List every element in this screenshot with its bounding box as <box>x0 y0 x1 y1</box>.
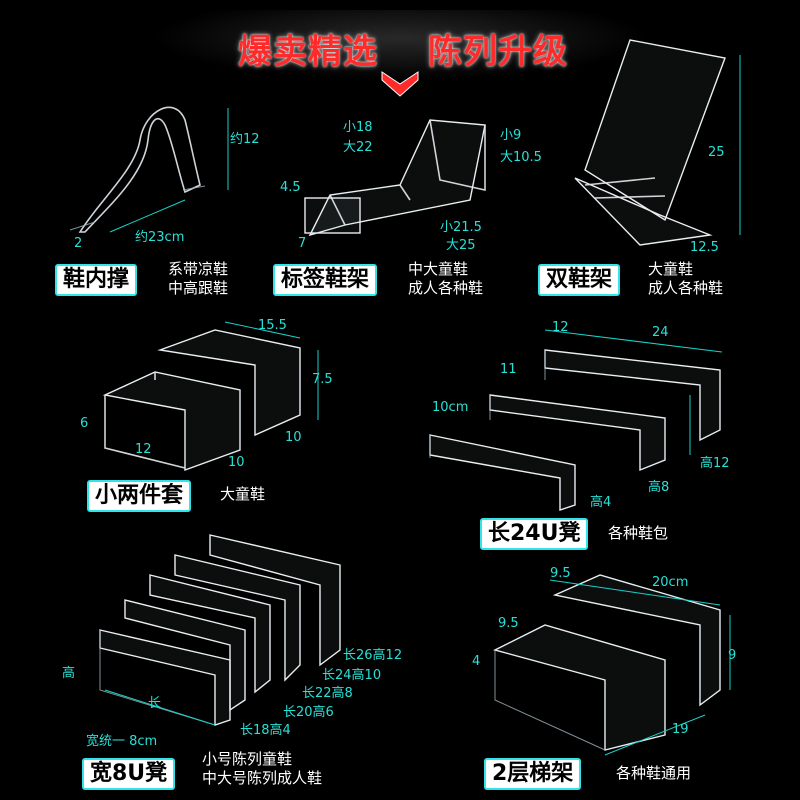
dim-length: 约23cm <box>135 230 185 245</box>
header: 爆卖精选 陈列升级 <box>0 0 800 100</box>
product-name-long-u-stool: 长24U凳 <box>480 518 589 550</box>
dim-large-height: 大22 <box>343 140 373 155</box>
two-piece-set-illustration <box>102 329 301 471</box>
dim-height: 约12 <box>230 132 260 147</box>
dim-length: 19 <box>672 722 689 737</box>
product-name-two-tier-ladder: 2层梯架 <box>484 758 582 790</box>
long-u-stool-illustration <box>429 349 721 511</box>
desc-line: 中大童鞋 <box>408 260 469 278</box>
dim-depth-bottom: 10cm <box>432 400 469 415</box>
dim-small-length: 小21.5 <box>440 220 482 235</box>
dim-front-height: 4.5 <box>280 180 301 195</box>
product-desc-two-tier-ladder: 各种鞋通用 <box>616 764 691 783</box>
product-name-label-rack: 标签鞋架 <box>273 264 378 296</box>
product-name-two-piece-set: 小两件套 <box>87 480 192 512</box>
label-rack-illustration <box>304 119 486 237</box>
dim-height-top: 高12 <box>700 456 730 471</box>
desc-line: 成人各种鞋 <box>648 279 724 297</box>
dim-step-depth: 9.5 <box>498 616 519 631</box>
product-name-double-rack: 双鞋架 <box>538 264 621 296</box>
wide-u-stool-illustration <box>99 534 341 726</box>
dim-height: 25 <box>708 145 725 160</box>
product-name-wide-u-stool: 宽8U凳 <box>82 758 176 790</box>
dim-size-24: 长24高10 <box>322 668 382 683</box>
dim-step-height: 4 <box>472 654 481 669</box>
product-desc-two-piece-set: 大童鞋 <box>220 485 265 504</box>
desc-line: 成人各种鞋 <box>408 279 484 297</box>
dim-top-depth: 9.5 <box>550 566 571 581</box>
desc-line: 小号陈列童鞋 <box>202 750 293 768</box>
desc-line: 大童鞋 <box>220 485 266 503</box>
product-desc-shoe-insert: 系带凉鞋 中高跟鞋 <box>168 260 228 298</box>
dim-top-length: 15.5 <box>258 318 287 333</box>
desc-line: 大童鞋 <box>648 260 694 278</box>
dim-top-depth: 10 <box>285 430 302 445</box>
dim-size-26: 长26高12 <box>343 648 403 663</box>
desc-line: 中大号陈列成人鞋 <box>202 769 323 787</box>
dim-small-height: 小18 <box>343 120 373 135</box>
headline-right: 陈列升级 <box>428 32 568 72</box>
dim-large-depth: 大10.5 <box>500 150 542 165</box>
dim-large-length: 大25 <box>446 238 476 253</box>
headline-left: 爆卖精选 <box>238 32 378 72</box>
dim-height-bottom: 高4 <box>590 495 612 510</box>
shoe-insert-illustration <box>69 106 206 233</box>
desc-line: 各种鞋通用 <box>616 764 692 782</box>
dim-height: 高 <box>62 666 76 681</box>
dim-small-depth: 小9 <box>500 128 522 143</box>
dim-depth: 12.5 <box>690 240 719 255</box>
dim-top-height: 7.5 <box>312 372 333 387</box>
product-desc-long-u-stool: 各种鞋包 <box>608 524 668 543</box>
dim-width: 20cm <box>652 575 689 590</box>
product-desc-label-rack: 中大童鞋 成人各种鞋 <box>408 260 483 298</box>
desc-line: 系带凉鞋 <box>168 260 229 278</box>
double-rack-illustration <box>574 39 726 246</box>
dim-bottom-length: 12 <box>135 442 152 457</box>
dim-total-height: 9 <box>728 648 737 663</box>
dim-height-mid: 高8 <box>648 480 670 495</box>
header-glow <box>150 10 650 80</box>
dimension-arrows <box>104 55 741 756</box>
product-desc-double-rack: 大童鞋 成人各种鞋 <box>648 260 723 298</box>
dim-size-20: 长20高6 <box>283 705 334 720</box>
dim-front-depth: 7 <box>298 236 307 251</box>
desc-line: 各种鞋包 <box>608 524 669 542</box>
dim-length: 长 <box>148 696 162 711</box>
desc-line: 中高跟鞋 <box>168 279 229 297</box>
dim-size-22: 长22高8 <box>302 686 353 701</box>
two-tier-ladder-illustration <box>493 574 721 751</box>
dim-depth-mid: 11 <box>500 362 517 377</box>
dim-width-uniform: 宽统一 8cm <box>86 734 158 749</box>
dim-length: 24 <box>652 325 669 340</box>
dim-bottom-height: 6 <box>80 416 89 431</box>
dim-size-18: 长18高4 <box>240 723 291 738</box>
product-desc-wide-u-stool: 小号陈列童鞋 中大号陈列成人鞋 <box>202 750 322 788</box>
dim-bottom-depth: 10 <box>228 455 245 470</box>
chevron-down-icon <box>381 71 419 97</box>
product-name-shoe-insert: 鞋内撑 <box>55 264 138 296</box>
dim-thickness: 2 <box>74 236 83 251</box>
dim-depth-top: 12 <box>552 320 569 335</box>
